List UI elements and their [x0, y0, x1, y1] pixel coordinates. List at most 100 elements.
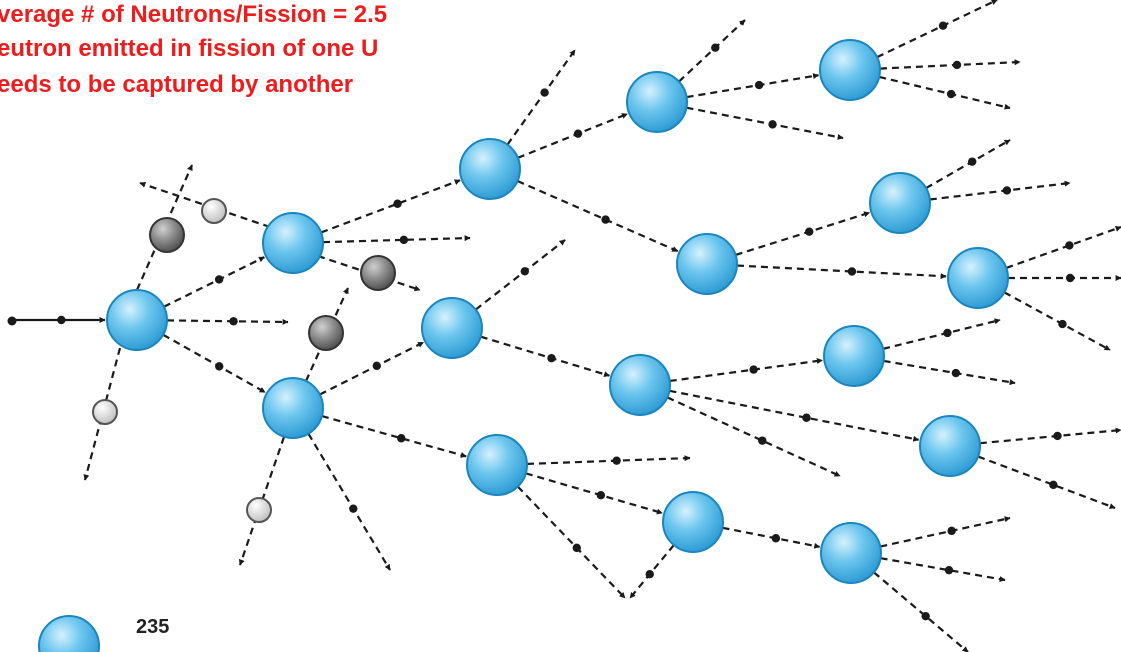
neutron-path-D-H: [517, 180, 679, 253]
neutron-ray-F: [526, 455, 691, 466]
neutron-ray-P: [880, 516, 1011, 548]
neutron-path-H-M: [736, 264, 947, 280]
neutron-ray-K: [879, 59, 1021, 70]
neutron-dot: [1058, 319, 1067, 329]
nuclei-group: [92, 39, 1009, 584]
neutron-path-I-O: [669, 389, 920, 442]
fission-fragment-heavy: [308, 315, 344, 351]
fragment-path: [83, 347, 122, 481]
fission-fragment-heavy: [149, 217, 185, 253]
caption-line-1: verage # of Neutrons/Fission = 2.5: [0, 1, 388, 28]
fragment-path: [139, 181, 271, 229]
caption-block: verage # of Neutrons/Fission = 2.5 eutro…: [0, 0, 540, 110]
uranium-235-nucleus: [262, 212, 324, 274]
neutron-path-A-C: [162, 333, 266, 394]
neutron-ray-G: [678, 19, 746, 83]
neutron-dot: [1065, 241, 1074, 250]
neutron-ray-B: [322, 235, 471, 244]
neutron-dot: [1053, 431, 1062, 441]
fission-fragment-light: [92, 399, 118, 425]
neutron-ray-E: [474, 239, 566, 311]
neutron-dot: [1049, 480, 1058, 490]
neutron-path-E-I: [480, 335, 610, 378]
neutron-dot: [952, 60, 962, 70]
neutron-dot: [1002, 186, 1012, 195]
neutron-dot: [397, 434, 406, 443]
caption-line-2: eutron emitted in fission of one U: [0, 35, 379, 62]
neutron-dot: [754, 80, 764, 90]
neutron-dot: [946, 89, 956, 99]
neutron-dot: [758, 436, 767, 445]
uranium-235-nucleus: [676, 233, 738, 295]
neutron-ray-L: [925, 139, 1011, 190]
uranium-235-nucleus: [466, 434, 528, 496]
neutron-dot: [57, 315, 66, 325]
fission-fragment-light: [246, 497, 272, 523]
neutron-path-J-P: [722, 526, 821, 549]
neutron-path-I-N: [669, 358, 823, 383]
neutron-ray-O: [977, 455, 1116, 510]
neutron-ray-P: [880, 557, 1006, 583]
neutron-ray-N: [882, 318, 1001, 350]
uranium-235-nucleus: [106, 289, 168, 351]
neutron-path-G-K: [686, 73, 820, 99]
neutron-dot: [399, 235, 409, 245]
neutron-dot: [768, 120, 777, 129]
neutron-ray-K: [876, 0, 998, 59]
neutron-ray-M: [1005, 225, 1121, 269]
neutron-ray-G: [686, 106, 844, 140]
fragment-path: [135, 164, 194, 291]
neutron-dot: [771, 534, 781, 543]
legend-label: 235: [136, 616, 170, 638]
neutron-path-H-L: [735, 211, 871, 257]
uranium-nucleus-icon: [38, 615, 100, 652]
neutron-ray-M: [1003, 291, 1111, 351]
neutron-dot: [540, 88, 549, 97]
neutron-dot: [393, 199, 402, 208]
neutron-ray-I: [666, 396, 841, 478]
neutron-ray-K: [878, 75, 1011, 110]
neutron-dot: [968, 157, 977, 166]
neutron-dot: [711, 43, 720, 52]
neutron-dot: [802, 413, 811, 422]
neutron-ray-O: [979, 427, 1121, 445]
neutron-dot: [229, 317, 238, 326]
neutron-ray-L: [929, 180, 1071, 201]
uranium-235-nucleus: [820, 522, 882, 584]
neutron-paths: [7, 0, 1121, 652]
neutron-dot: [547, 353, 556, 363]
neutron-dot: [645, 569, 654, 579]
caption-line-3: eeds to be captured by another: [0, 71, 354, 98]
neutron-dot: [944, 565, 954, 575]
neutron-dot: [573, 129, 583, 138]
uranium-235-nucleus: [947, 247, 1009, 309]
neutron-path-D-G: [517, 112, 628, 159]
neutron-dot: [749, 365, 758, 374]
neutron-ray-P: [873, 571, 969, 652]
uranium-235-nucleus: [262, 377, 324, 439]
neutron-dot: [951, 368, 961, 378]
neutron-dot: [1065, 273, 1075, 283]
uranium-235-nucleus: [626, 71, 688, 133]
neutron-ray-F: [517, 485, 626, 599]
neutron-path-B-D: [320, 179, 461, 234]
fission-fragment-light: [201, 198, 227, 224]
uranium-235-nucleus: [609, 354, 671, 416]
neutron-dot: [520, 267, 530, 276]
neutron-dot: [921, 611, 930, 621]
uranium-235-nucleus: [421, 297, 483, 359]
neutron-ray-C: [307, 433, 391, 571]
neutron-dot: [214, 275, 224, 284]
neutron-dot: [215, 362, 224, 371]
neutron-ray-D: [506, 49, 576, 146]
neutron-dot: [612, 456, 621, 465]
neutron-ray-A: [166, 318, 289, 325]
neutron-dot: [938, 21, 948, 30]
neutron-dot: [349, 504, 358, 513]
neutron-dot: [572, 543, 581, 553]
fission-fragment-heavy: [360, 255, 396, 291]
uranium-235-nucleus: [819, 39, 881, 101]
uranium-235-nucleus: [919, 415, 981, 477]
neutron-dot: [372, 361, 381, 371]
